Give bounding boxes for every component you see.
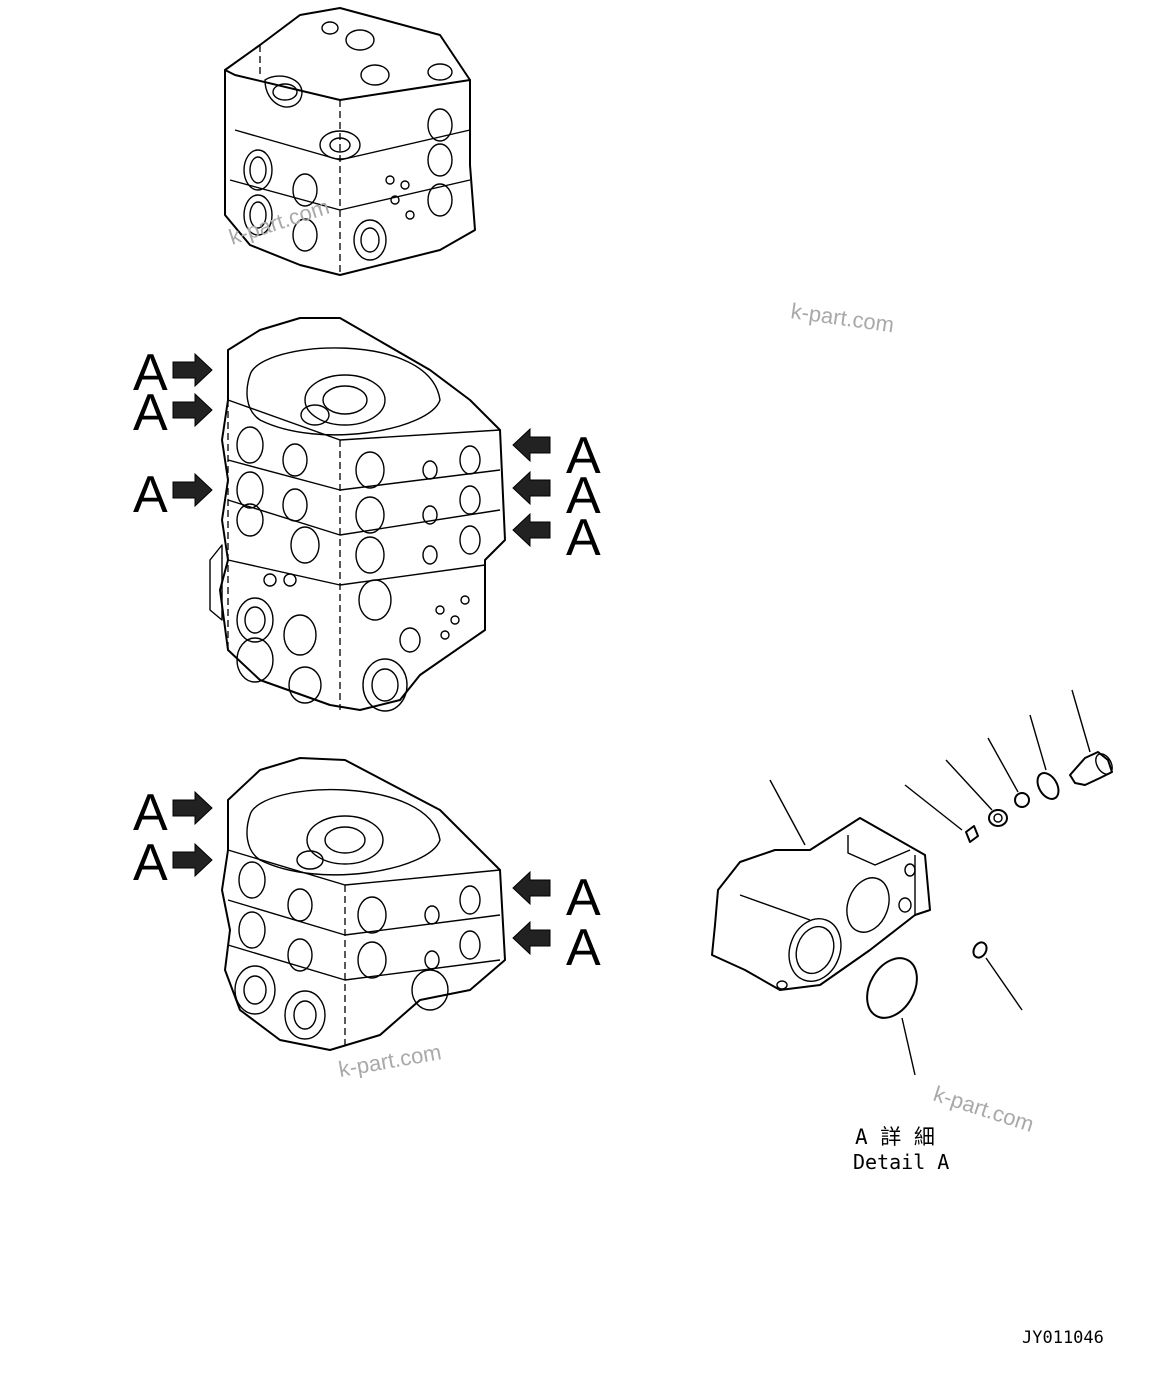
- arrow-right-icon: [172, 392, 213, 428]
- arrow-left-icon: [512, 920, 551, 956]
- callout-label: A: [133, 344, 168, 402]
- leader-line: [985, 957, 1023, 1011]
- arrow-left-icon: [512, 427, 551, 463]
- callout-label: A: [566, 919, 601, 977]
- leader-line: [945, 759, 993, 811]
- arrow-right-icon: [172, 352, 213, 388]
- leader-line: [769, 779, 806, 846]
- leader-line: [1071, 689, 1091, 753]
- leader-line: [904, 784, 963, 831]
- leader-line: [1029, 714, 1047, 771]
- ball: [1014, 792, 1030, 808]
- watermark: k-part.com: [789, 298, 895, 337]
- valve-assembly-top: [224, 7, 476, 276]
- callout-labels: A A A A A A A A A A: [133, 344, 601, 977]
- callout-label: A: [566, 467, 601, 525]
- detail-a-exploded-view: [711, 689, 1113, 1076]
- drawing-number: JY011046: [1022, 1328, 1104, 1348]
- arrow-left-icon: [512, 512, 551, 548]
- small-o-ring: [972, 941, 988, 959]
- valve-assembly-middle: [209, 317, 506, 712]
- callout-label: A: [566, 869, 601, 927]
- arrow-right-icon: [172, 842, 213, 878]
- pin: [965, 825, 979, 843]
- detail-caption-japanese: A 詳 細: [855, 1125, 935, 1149]
- sleeve: [988, 809, 1008, 827]
- callout-arrows: [172, 352, 551, 956]
- arrow-right-icon: [172, 472, 213, 508]
- plug: [1069, 751, 1113, 786]
- leader-line: [987, 737, 1019, 793]
- watermark: k-part.com: [337, 1039, 444, 1082]
- large-o-ring: [866, 957, 918, 1019]
- leader-line: [901, 1017, 916, 1076]
- detail-caption-english: Detail A: [853, 1150, 949, 1174]
- plug-o-ring: [1036, 772, 1060, 800]
- callout-label: A: [133, 784, 168, 842]
- arrow-left-icon: [512, 470, 551, 506]
- callout-label: A: [133, 384, 168, 442]
- callout-label: A: [133, 834, 168, 892]
- arrow-right-icon: [172, 790, 213, 826]
- valve-cover-body: [711, 817, 931, 991]
- callout-label: A: [566, 427, 601, 485]
- callout-label: A: [133, 466, 168, 524]
- watermark: k-part.com: [930, 1081, 1037, 1137]
- arrow-left-icon: [512, 870, 551, 906]
- callout-label: A: [566, 509, 601, 567]
- valve-assembly-bottom: [221, 757, 506, 1051]
